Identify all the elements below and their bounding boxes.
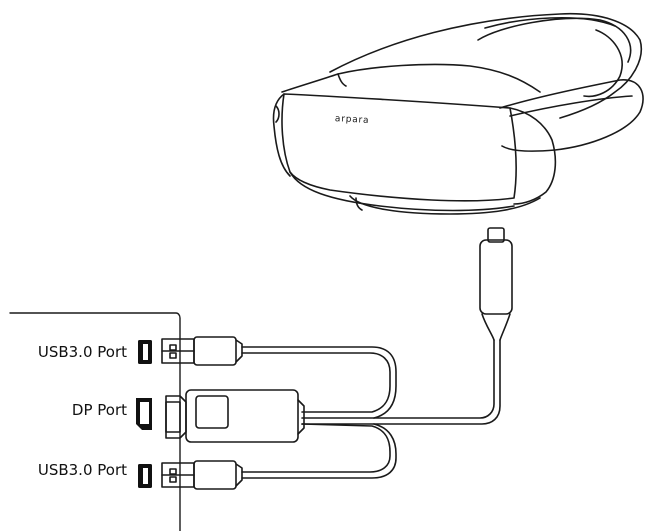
headset-brand-text: arpara (335, 114, 370, 126)
usb-port-icon (138, 340, 152, 364)
vr-headset (272, 12, 644, 215)
usb-bot-cable (241, 423, 397, 479)
usb-bot-port-label: USB3.0 Port (37, 461, 127, 479)
rear-cushion (583, 29, 623, 98)
head-strap (329, 12, 643, 119)
usb-top-cable (241, 346, 397, 419)
visor-top (281, 63, 541, 93)
side-arm (499, 79, 644, 152)
main-cable (301, 339, 501, 425)
usb-bot-plug (161, 460, 243, 490)
dp-port-label: DP Port (71, 401, 127, 419)
front-face (281, 93, 517, 202)
usb-top-plug (161, 336, 243, 366)
headset-connector (479, 227, 513, 341)
facial-interface (349, 195, 541, 215)
dp-plug (165, 389, 305, 443)
displayport-icon (136, 398, 152, 430)
head-strap-inner (477, 17, 632, 63)
usb-port-icon (138, 464, 152, 488)
computer-panel (9, 312, 181, 531)
usb-top-port-label: USB3.0 Port (37, 343, 127, 361)
